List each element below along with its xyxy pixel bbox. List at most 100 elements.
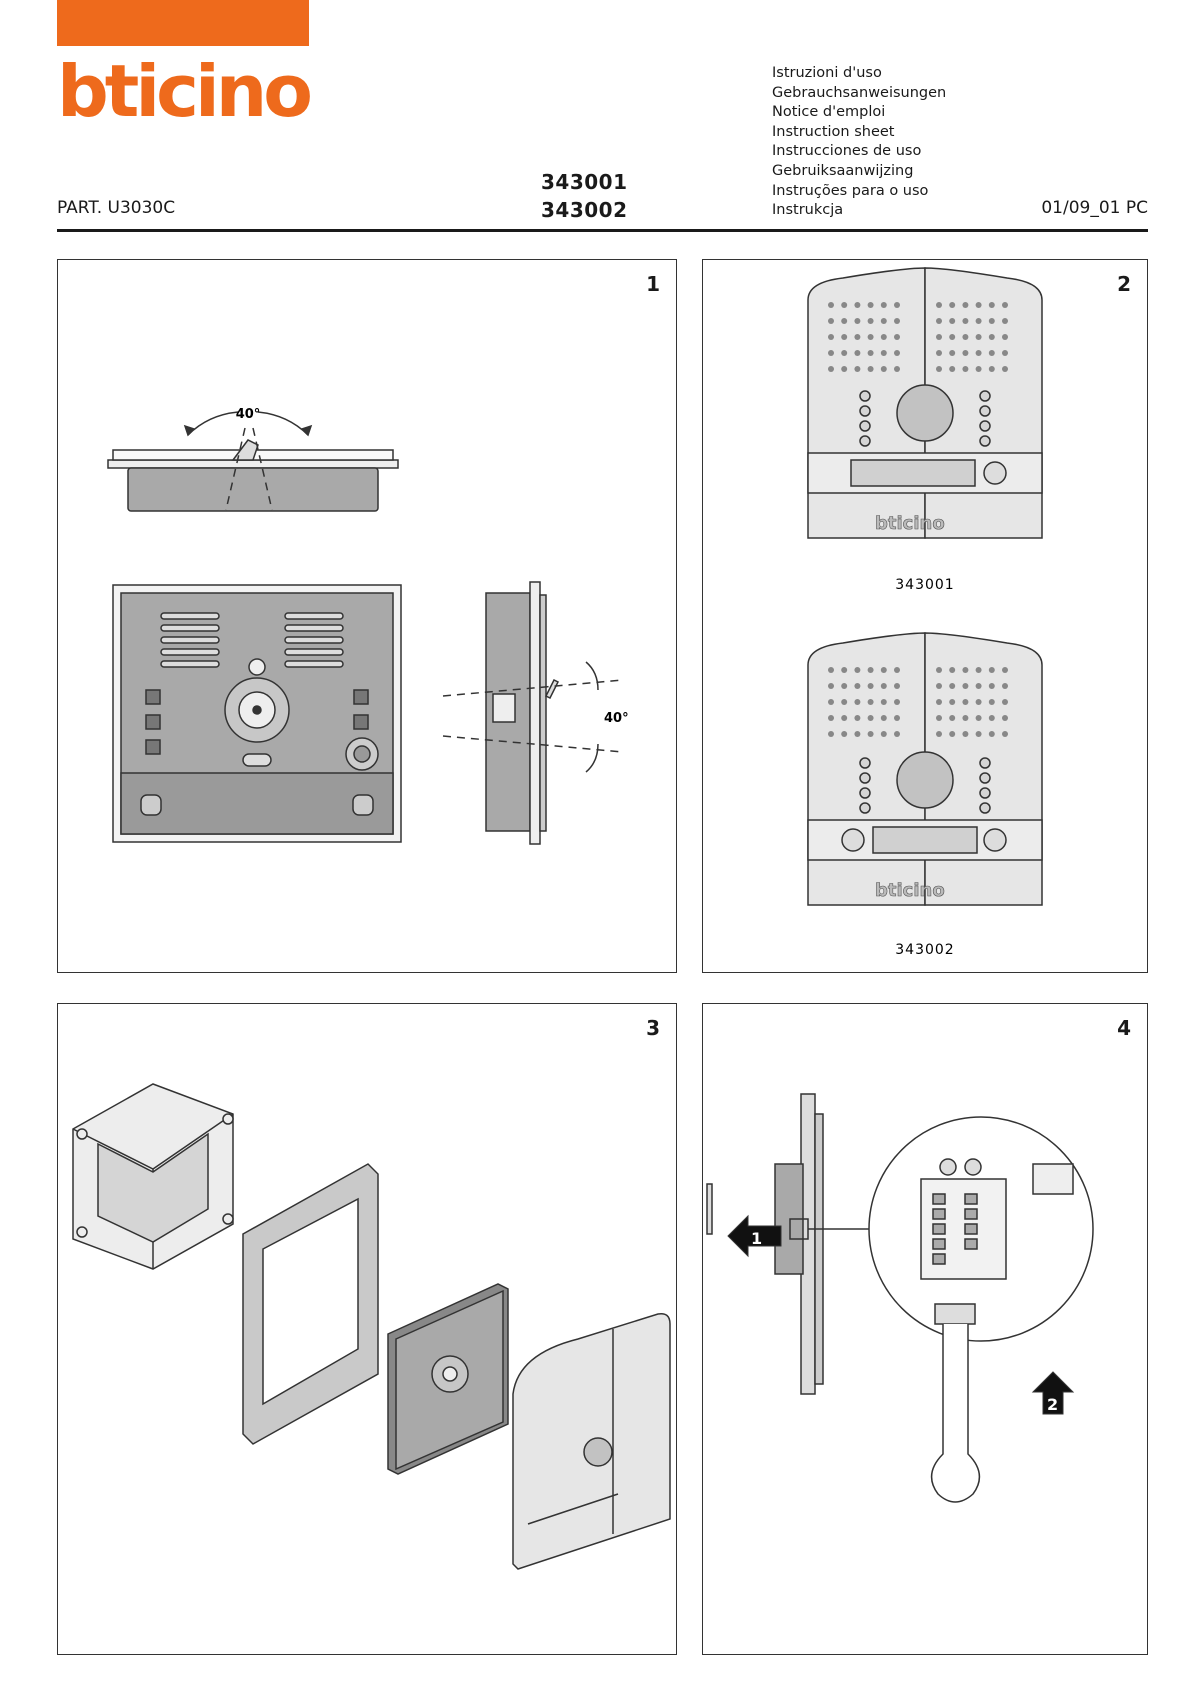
grille-dot	[841, 302, 848, 308]
grille-dot	[828, 334, 834, 340]
grille-dot	[894, 715, 900, 721]
panel-3-exploded-view	[72, 1083, 671, 1570]
grille-dot	[936, 334, 942, 340]
grille-dot	[988, 731, 995, 737]
grille-dot	[867, 334, 874, 340]
grille-dot	[949, 350, 956, 356]
lang-es: Instrucciones de uso	[772, 143, 922, 160]
panel-4: 4 1	[702, 1003, 1148, 1655]
grille-dot	[867, 302, 874, 308]
grille-dot	[854, 683, 861, 689]
grille-dot	[854, 350, 861, 356]
panel-3: 3	[57, 1003, 677, 1655]
grille-dot	[962, 667, 969, 673]
grille-dot	[962, 715, 969, 721]
panel-2-illustration: bticino 343001 bticino 343002	[807, 267, 1043, 958]
grille-dot	[867, 699, 874, 705]
grille-dot	[936, 366, 942, 372]
grille-dot	[949, 715, 956, 721]
grille-dot	[1002, 318, 1008, 324]
grille-dot	[1002, 302, 1008, 308]
grille-dot	[936, 715, 942, 721]
side-view-device	[442, 581, 624, 845]
panel-4-illustration: 1 2	[706, 1093, 1094, 1503]
mounting-frame	[242, 1163, 379, 1445]
grille-dot	[867, 318, 874, 324]
panel-number: 4	[1117, 1016, 1131, 1040]
grille-dot	[936, 302, 942, 308]
grille-dot	[949, 699, 956, 705]
grille-dot	[1002, 667, 1008, 673]
product-codes: 343001 343002	[541, 168, 628, 224]
grille-dot	[949, 731, 956, 737]
grille-dot	[841, 715, 848, 721]
grille-dot	[894, 731, 900, 737]
grille-dot	[894, 334, 900, 340]
grille-dot	[880, 667, 887, 673]
grille-dot	[949, 667, 956, 673]
code-343002: 343002	[541, 198, 628, 222]
issue-date: 01/09_01 PC	[1041, 198, 1148, 218]
panel-number: 3	[646, 1016, 660, 1040]
grille-dot	[962, 302, 969, 308]
grille-dot	[828, 318, 834, 324]
grille-dot	[880, 366, 887, 372]
grille-dot	[867, 667, 874, 673]
grille-dot	[988, 350, 995, 356]
lang-en: Instruction sheet	[772, 123, 895, 140]
grille-dot	[962, 334, 969, 340]
screwdriver-tool	[930, 1303, 981, 1503]
grille-dot	[880, 302, 887, 308]
speaker-grille-dots	[828, 302, 1008, 737]
grille-dot	[867, 683, 874, 689]
grille-dot	[975, 731, 982, 737]
faceplate-343001	[807, 267, 1043, 539]
grille-dot	[988, 318, 995, 324]
grille-dot	[867, 366, 874, 372]
svg-text:bticino: bticino	[57, 62, 311, 122]
grille-dot	[988, 667, 995, 673]
panel-logo-343002: bticino	[875, 880, 945, 901]
grille-dot	[828, 366, 834, 372]
grille-dot	[880, 350, 887, 356]
grille-dot	[854, 699, 861, 705]
grille-dot	[975, 699, 982, 705]
grille-dot	[867, 350, 874, 356]
grille-dot	[854, 731, 861, 737]
grille-dot	[949, 302, 956, 308]
grille-dot	[1002, 715, 1008, 721]
angle-label-side: 40°	[604, 711, 629, 726]
grille-dot	[1002, 699, 1008, 705]
grille-dot	[962, 731, 969, 737]
arrow-1	[727, 1214, 782, 1258]
grille-dot	[867, 731, 874, 737]
caption-343001: 343001	[895, 577, 954, 593]
grille-dot	[949, 334, 956, 340]
lang-pt: Instruções para o uso	[772, 182, 929, 199]
lang-fr: Notice d'emploi	[772, 104, 886, 121]
grille-dot	[962, 699, 969, 705]
front-view-device	[112, 584, 402, 843]
grille-dot	[894, 683, 900, 689]
grille-dot	[975, 334, 982, 340]
panel-1-illustration: 40°	[107, 407, 629, 845]
grille-dot	[975, 715, 982, 721]
grille-dot	[988, 699, 995, 705]
grille-dot	[949, 366, 956, 372]
grille-dot	[828, 302, 834, 308]
arrow-label-2: 2	[1047, 1395, 1058, 1414]
grille-dot	[880, 318, 887, 324]
grille-dot	[988, 302, 995, 308]
grille-dot	[880, 715, 887, 721]
bticino-logo: bticino	[57, 62, 315, 122]
grille-dot	[854, 715, 861, 721]
grille-dot	[975, 350, 982, 356]
grille-dot	[949, 683, 956, 689]
lang-pl: Instrukcja	[772, 202, 844, 219]
grille-dot	[841, 350, 848, 356]
front-faceplate	[512, 1312, 671, 1570]
grille-dot	[975, 366, 982, 372]
grille-dot	[894, 366, 900, 372]
grille-dot	[841, 667, 848, 673]
grille-dot	[1002, 350, 1008, 356]
